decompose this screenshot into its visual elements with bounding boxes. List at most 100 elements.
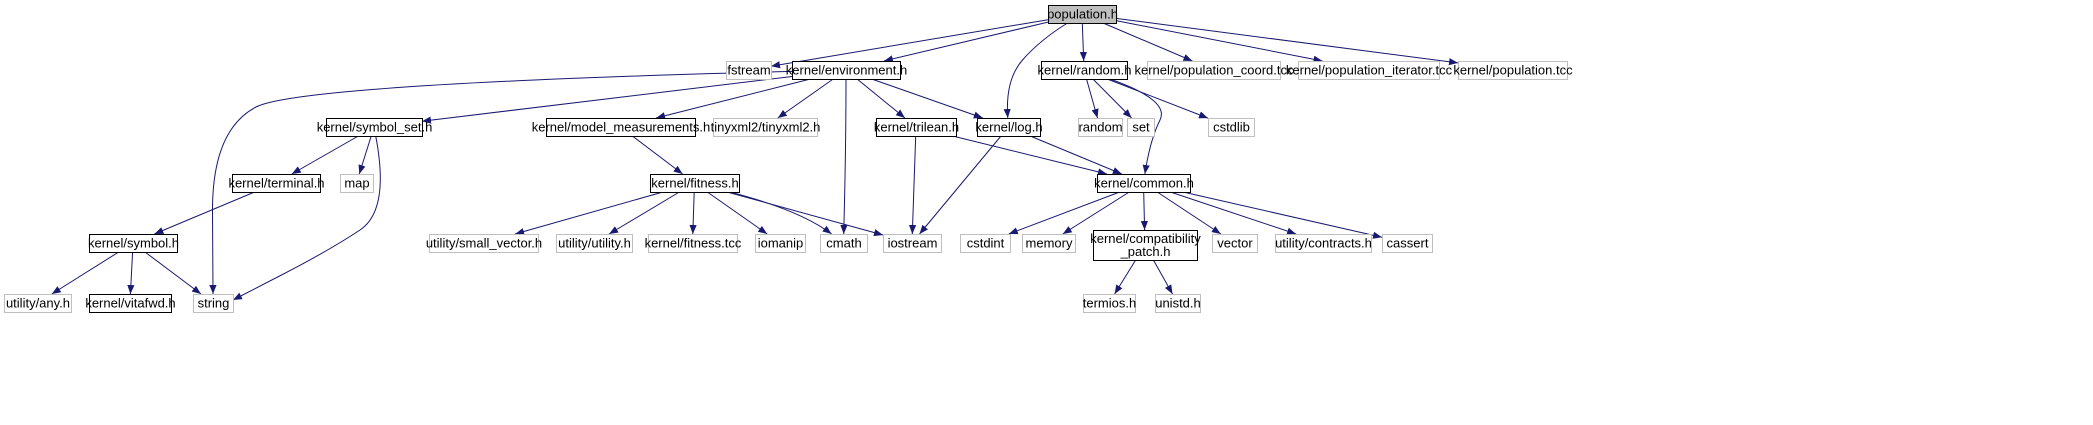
node-label: iostream [888, 236, 938, 251]
node-environment[interactable]: kernel/environment.h [786, 61, 907, 80]
node-label: utility/utility.h [558, 236, 631, 251]
node-label: kernel/symbol_set.h [317, 120, 433, 135]
edge-model_measurements-to-fitness [632, 135, 683, 175]
edge-layer [51, 17, 1459, 301]
node-label: cmath [826, 236, 861, 251]
node-box [556, 234, 633, 253]
node-box [1275, 234, 1372, 253]
node-label: kernel/population.tcc [1453, 63, 1573, 78]
edge-common-to-cstdint [1008, 191, 1120, 235]
node-label: kernel/random.h [1038, 63, 1132, 78]
node-box [883, 234, 942, 253]
edge-population-to-log [1003, 22, 1068, 119]
node-any: utility/any.h [4, 294, 72, 313]
edge-common-to-compat [1140, 191, 1148, 231]
node-log[interactable]: kernel/log.h [975, 118, 1043, 137]
node-map: map [340, 174, 374, 193]
edge-fitness-to-iomanip [707, 191, 768, 235]
node-label: kernel/trilean.h [874, 120, 959, 135]
node-label: memory [1026, 236, 1073, 251]
edge-environment-to-cmath [840, 78, 848, 235]
node-label: tinyxml2/tinyxml2.h [711, 120, 821, 135]
node-layer: population.h fstream kernel/environment.h k… [4, 5, 1573, 313]
edge-random-to-random_std [1086, 78, 1099, 119]
edge-population-to-population_iterator [1115, 20, 1323, 63]
node-label: kernel/symbol.h [88, 236, 179, 251]
node-termios: termios.h [1083, 294, 1136, 313]
node-box [1155, 294, 1201, 313]
node-box [89, 294, 172, 313]
node-label: kernel/terminal.h [228, 176, 324, 191]
node-label: cassert [1387, 236, 1429, 251]
node-label: utility/any.h [6, 296, 70, 311]
node-box [1083, 294, 1136, 313]
edge-random-to-set [1092, 78, 1132, 119]
edge-symbol_set-to-map [358, 135, 372, 175]
node-label: utility/small_vector.h [426, 236, 542, 251]
node-terminal[interactable]: kernel/terminal.h [228, 174, 325, 193]
node-label: unistd.h [1155, 296, 1201, 311]
node-label: population.h [1047, 7, 1118, 22]
node-box [1208, 118, 1255, 137]
node-label: iomanip [758, 236, 804, 251]
node-utility: utility/utility.h [556, 234, 633, 253]
node-label: kernel/common.h [1094, 176, 1194, 191]
node-model-measurements[interactable]: kernel/model_measurements.h [532, 118, 710, 137]
node-box [232, 174, 321, 193]
node-box [650, 174, 740, 193]
node-label: kernel/environment.h [786, 63, 907, 78]
node-random[interactable]: kernel/random.h [1038, 61, 1132, 80]
node-compat[interactable]: kernel/compatibility_patch.h [1090, 230, 1201, 261]
node-box [820, 234, 868, 253]
node-label: cstdint [967, 236, 1005, 251]
node-population-coord: kernel/population_coord.tcc [1135, 61, 1294, 80]
edge-population-to-population_tcc [1115, 17, 1459, 66]
node-fitness[interactable]: kernel/fitness.h [650, 174, 740, 193]
node-label: string [198, 296, 230, 311]
node-population-tcc: kernel/population.tcc [1453, 61, 1573, 80]
edge-trilean-to-iostream [909, 135, 917, 235]
edge-environment-to-log [871, 78, 983, 119]
edge-environment-to-string [209, 70, 793, 295]
node-box [193, 294, 234, 313]
node-box [977, 118, 1041, 137]
node-symbol[interactable]: kernel/symbol.h [88, 234, 179, 253]
node-box [1097, 174, 1191, 193]
node-box [1127, 118, 1155, 137]
edge-population-to-environment [883, 21, 1049, 63]
edge-common-to-cassert [1182, 191, 1383, 239]
edge-terminal-to-symbol [154, 191, 255, 235]
node-label: map [344, 176, 369, 191]
node-box [792, 61, 901, 80]
node-common[interactable]: kernel/common.h [1094, 174, 1194, 193]
node-label: termios.h [1083, 296, 1136, 311]
node-symbol-set[interactable]: kernel/symbol_set.h [317, 118, 433, 137]
node-box [1022, 234, 1076, 253]
node-population[interactable]: population.h [1047, 5, 1118, 24]
node-vector: vector [1212, 234, 1258, 253]
node-string: string [193, 294, 234, 313]
node-population-iterator: kernel/population_iterator.tcc [1286, 61, 1453, 80]
edge-random-to-cstdlib [1107, 78, 1209, 119]
edge-common-to-memory [1062, 191, 1130, 235]
edge-environment-to-trilean [856, 78, 906, 119]
node-trilean[interactable]: kernel/trilean.h [874, 118, 959, 137]
edge-environment-to-model_measurements [655, 78, 811, 120]
node-label: cstdlib [1213, 120, 1250, 135]
node-box [1041, 61, 1128, 80]
node-box [1212, 234, 1258, 253]
edge-log-to-iostream [919, 135, 1002, 235]
edge-population-to-fstream [770, 19, 1049, 69]
node-vitafwd[interactable]: kernel/vitafwd.h [85, 294, 176, 313]
node-label: kernel/compatibility [1090, 231, 1201, 246]
node-box [755, 234, 806, 253]
edge-population-to-population_coord [1102, 22, 1193, 62]
node-random-std: random [1078, 118, 1123, 137]
node-label: kernel/population_coord.tcc [1135, 63, 1294, 78]
node-box [340, 174, 374, 193]
node-box [1458, 61, 1568, 80]
node-fstream: fstream [726, 61, 772, 80]
node-label: _patch.h [1120, 244, 1171, 259]
node-box [546, 118, 696, 137]
node-label: fstream [727, 63, 770, 78]
